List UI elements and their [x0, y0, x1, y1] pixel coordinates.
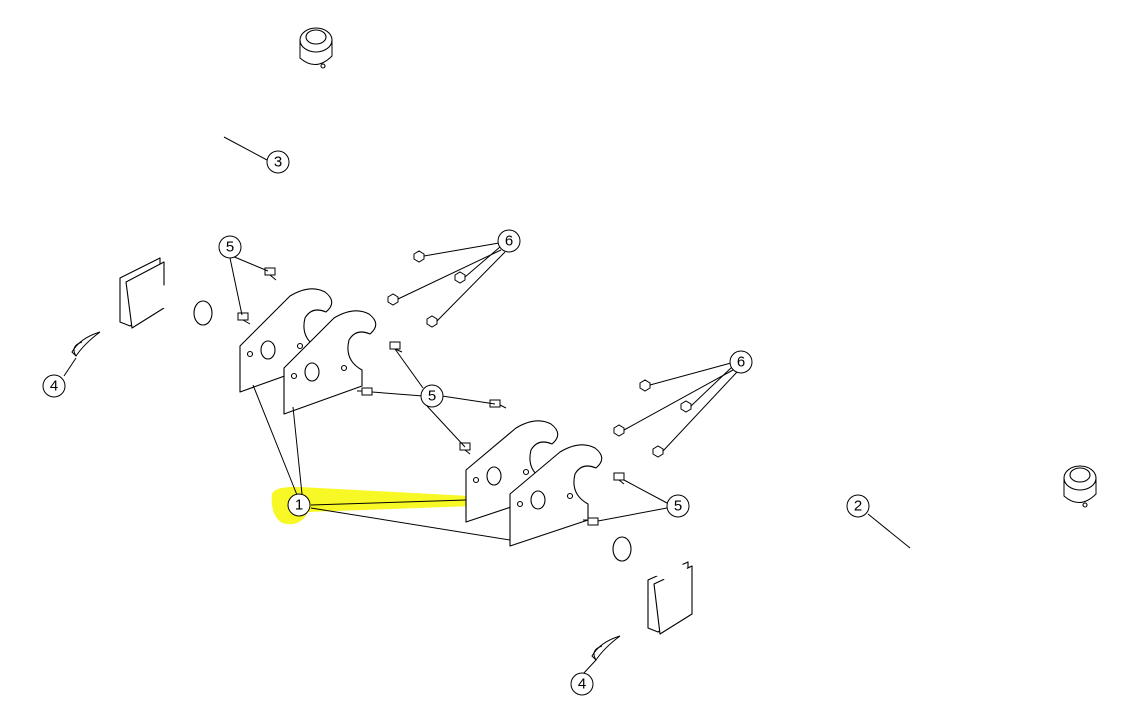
- callout-label-6-upper: 6: [505, 233, 513, 250]
- callout-label-4-lower: 4: [578, 676, 586, 693]
- bracket-plate-b: [283, 310, 377, 415]
- callout-label-4-upper: 4: [50, 378, 58, 395]
- callout-label-1: 1: [295, 497, 303, 514]
- bolt-4: [357, 387, 373, 396]
- callout-balloon-6-lower: 6: [729, 350, 753, 374]
- bolt-7: [613, 472, 625, 485]
- callout-balloon-3: 3: [266, 150, 290, 174]
- bolt-8: [583, 517, 599, 526]
- callout-balloon-5-center: 5: [420, 384, 444, 408]
- callout-label-5-upper: 5: [226, 239, 234, 256]
- tube-assembly-part-2: [612, 465, 1097, 635]
- callout-balloon-2: 2: [846, 494, 870, 518]
- callout-label-6-lower: 6: [737, 354, 745, 371]
- callout-balloon-1: 1: [287, 493, 311, 517]
- highlight-marker: [271, 486, 474, 525]
- leader-lines: [63, 136, 911, 675]
- hitch-pin-lower: [591, 635, 621, 661]
- callout-balloon-5-lower: 5: [666, 494, 690, 518]
- tube-assembly-part-3: [93, 27, 333, 329]
- callout-balloon-4-lower: 4: [570, 672, 594, 696]
- bracket-plate-d: [509, 444, 603, 547]
- callout-label-2: 2: [854, 498, 862, 515]
- nut-group-lower: [613, 379, 692, 458]
- callout-label-5-center: 5: [428, 388, 436, 405]
- nut-group-upper: [387, 250, 466, 328]
- callout-balloon-4-upper: 4: [42, 374, 66, 398]
- callout-label-3: 3: [274, 154, 282, 171]
- callout-balloon-6-upper: 6: [497, 229, 521, 253]
- bolt-6: [459, 442, 471, 455]
- callout-label-5-lower: 5: [674, 498, 682, 515]
- bolt-2: [237, 312, 251, 325]
- bolt-1: [264, 267, 277, 281]
- hitch-pin-upper: [71, 331, 101, 357]
- callout-balloon-5-upper: 5: [218, 235, 242, 259]
